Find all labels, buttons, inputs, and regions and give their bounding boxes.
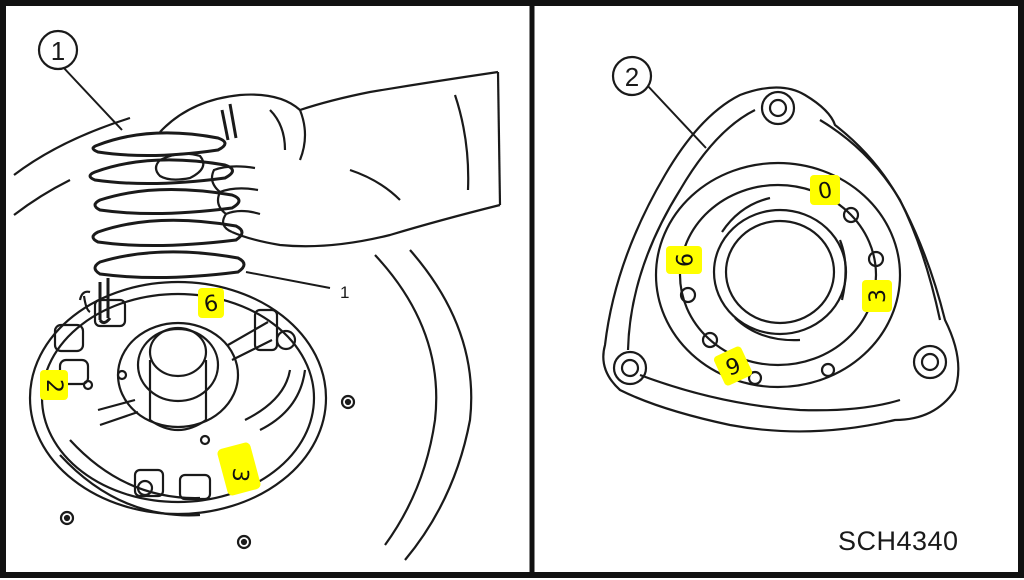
outer-ring [654,161,902,389]
right-highlight-marks: 0 9 3 6 [666,175,892,386]
left-panel [13,65,502,561]
left-highlight-marks: 6 2 3 [40,288,261,496]
mark-label: 6 [202,291,220,318]
mark-label: 9 [670,253,695,267]
housing-rim [404,249,473,561]
callout-1-circle [37,29,79,71]
spring-line-label: 1 [340,283,349,302]
center-bore [712,208,848,336]
highlight-mark [198,288,224,318]
highlight-mark [862,280,892,312]
figure-code: SCH4340 [838,526,959,556]
right-panel [602,83,960,433]
return-spring [88,103,246,325]
thumb [154,152,205,181]
callout-2-label: 2 [625,62,639,92]
callout-2-leader [645,83,707,149]
mark-label: 3 [226,467,252,483]
highlight-mark [713,346,753,386]
spring-line-leader [245,271,331,289]
highlight-mark [666,246,702,274]
piston-plate [28,280,328,516]
hand-illustration [154,70,502,248]
callout-1-leader [61,65,123,131]
mark-label: 0 [816,178,834,205]
callout-2-circle [611,55,653,97]
highlight-mark [217,442,261,496]
mark-label: 2 [41,379,66,393]
highlight-mark [40,370,68,400]
pump-cover-outline [602,86,960,433]
mark-label: 3 [866,289,891,303]
callout-1-label: 1 [51,36,65,66]
highlight-mark [810,175,840,205]
